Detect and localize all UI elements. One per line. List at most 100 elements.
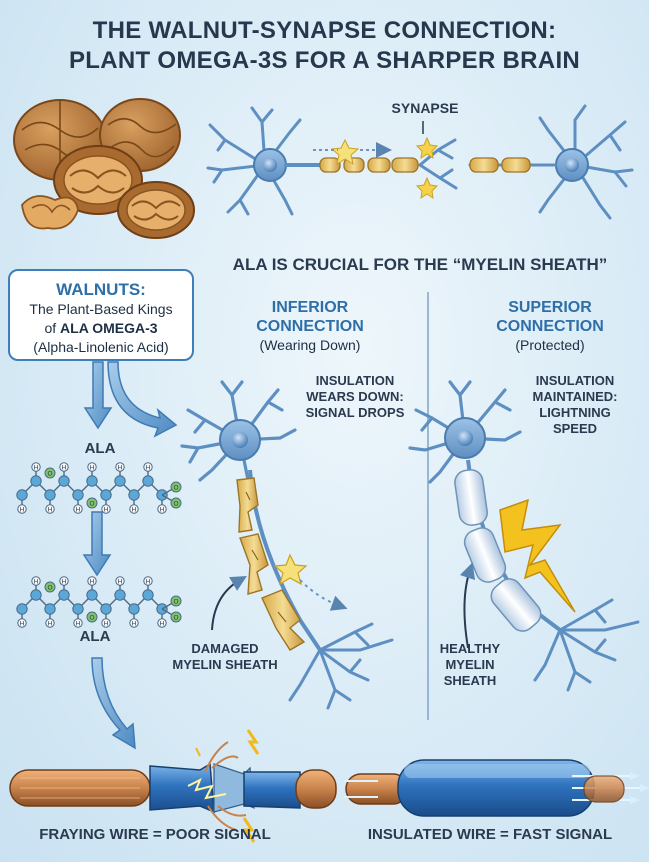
hydrogen-atom bbox=[31, 576, 41, 586]
carbon-atom bbox=[58, 589, 70, 601]
walnut-box-line-1: The Plant-Based Kings bbox=[29, 301, 173, 317]
hydrogen-atom-label: H bbox=[90, 465, 95, 472]
hydrogen-atom bbox=[115, 576, 125, 586]
oxygen-atom bbox=[170, 595, 182, 607]
myelin-segments-top bbox=[319, 157, 531, 173]
hydrogen-atom-label: H bbox=[62, 465, 67, 472]
walnut-icon bbox=[13, 98, 195, 239]
superior-note-2: MAINTAINED: bbox=[532, 389, 618, 404]
damaged-label-1: DAMAGED bbox=[191, 641, 259, 656]
carbon-atom bbox=[128, 603, 140, 615]
hydrogen-atom bbox=[143, 462, 153, 472]
hydrogen-atom bbox=[59, 576, 69, 586]
oxygen-atom bbox=[86, 611, 98, 623]
hydrogen-atom-label: H bbox=[118, 465, 123, 472]
oxygen-atom-label: O bbox=[89, 501, 94, 508]
synapse-label: SYNAPSE bbox=[391, 100, 459, 116]
hydrogen-atom bbox=[143, 576, 153, 586]
ala-label-1: ALA bbox=[84, 440, 116, 457]
inferior-title-1: INFERIOR bbox=[271, 299, 349, 316]
carbon-atom bbox=[114, 589, 126, 601]
carbon-atom bbox=[44, 603, 56, 615]
superior-nucleus bbox=[457, 430, 473, 446]
hydrogen-atom-label: H bbox=[20, 507, 25, 514]
hydrogen-atom bbox=[45, 504, 55, 514]
oxygen-atom-label: O bbox=[47, 585, 52, 592]
inferior-note-1: INSULATION bbox=[315, 373, 395, 388]
insulated-wire-caption: INSULATED WIRE = FAST SIGNAL bbox=[367, 826, 613, 843]
ala-label-2: ALA bbox=[79, 628, 111, 645]
spark-icon bbox=[273, 553, 308, 586]
hydrogen-atom bbox=[73, 504, 83, 514]
hydrogen-atom bbox=[129, 504, 139, 514]
healthy-label-1: HEALTHY bbox=[439, 641, 501, 656]
damaged-pointer bbox=[211, 575, 247, 631]
hydrogen-atom bbox=[129, 618, 139, 628]
carbon-atom bbox=[142, 475, 154, 487]
oxygen-atom-label: O bbox=[89, 615, 94, 622]
carbon-atom bbox=[16, 603, 28, 615]
carbon-atom bbox=[86, 475, 98, 487]
hydrogen-atom bbox=[157, 618, 167, 628]
oxygen-atom-label: O bbox=[47, 471, 52, 478]
carbon-atom bbox=[30, 475, 42, 487]
fraying-wire-caption: FRAYING WIRE = POOR SIGNAL bbox=[39, 826, 271, 843]
oxygen-atom-label: O bbox=[173, 501, 178, 508]
carbon-atom bbox=[44, 489, 56, 501]
superior-note-4: SPEED bbox=[552, 421, 598, 436]
myelin-heading: ALA IS CRUCIAL FOR THE “MYELIN SHEATH” bbox=[232, 255, 608, 274]
hydrogen-atom-label: H bbox=[104, 621, 109, 628]
inferior-nucleus bbox=[232, 432, 248, 448]
inferior-title-2: CONNECTION bbox=[256, 318, 364, 335]
superior-note-1: INSULATION bbox=[535, 373, 615, 388]
lightning-icon bbox=[499, 498, 576, 613]
page-title-line-2: PLANT OMEGA-3S FOR A SHARPER BRAIN bbox=[68, 47, 581, 74]
hydrogen-atom-label: H bbox=[62, 579, 67, 586]
hydrogen-atom-label: H bbox=[48, 621, 53, 628]
walnut-box-heading: WALNUTS: bbox=[56, 280, 146, 299]
hydrogen-atom-label: H bbox=[132, 507, 137, 514]
inferior-subtitle: (Wearing Down) bbox=[259, 337, 361, 353]
superior-title-1: SUPERIOR bbox=[508, 299, 592, 316]
inferior-note-2: WEARS DOWN: bbox=[306, 389, 404, 404]
hydrogen-atom bbox=[17, 618, 27, 628]
hydrogen-atom-label: H bbox=[34, 579, 39, 586]
healthy-pointer bbox=[459, 562, 476, 649]
hydrogen-atom-label: H bbox=[160, 507, 165, 514]
superior-note-3: LIGHTNING bbox=[539, 405, 611, 420]
healthy-label-2: MYELIN bbox=[445, 657, 495, 672]
hydrogen-atom bbox=[87, 462, 97, 472]
oxygen-atom bbox=[44, 581, 56, 593]
hydrogen-atom-label: H bbox=[20, 621, 25, 628]
oxygen-atom bbox=[170, 497, 182, 509]
carbon-atom bbox=[114, 475, 126, 487]
inferior-note-3: SIGNAL DROPS bbox=[305, 405, 405, 420]
hydrogen-atom bbox=[45, 618, 55, 628]
carbon-atom bbox=[100, 603, 112, 615]
walnut-box-line-3: (Alpha-Linolenic Acid) bbox=[33, 339, 169, 355]
superior-subtitle: (Protected) bbox=[515, 337, 585, 353]
oxygen-atom bbox=[170, 611, 182, 623]
superior-title-2: CONNECTION bbox=[496, 318, 604, 335]
hydrogen-atom-label: H bbox=[160, 621, 165, 628]
hydrogen-atom bbox=[87, 576, 97, 586]
spark-icon bbox=[313, 136, 439, 200]
carbon-atom bbox=[30, 589, 42, 601]
carbon-atom bbox=[72, 603, 84, 615]
wire-icon bbox=[9, 729, 337, 843]
oxygen-atom-label: O bbox=[173, 615, 178, 622]
carbon-atom bbox=[16, 489, 28, 501]
walnut-box-line-2-prefix: of bbox=[44, 320, 61, 336]
carbon-atom bbox=[72, 489, 84, 501]
hydrogen-atom bbox=[101, 504, 111, 514]
oxygen-atom-label: O bbox=[173, 485, 178, 492]
walnut-info-box: WALNUTS: The Plant-Based Kings of ALA OM… bbox=[8, 269, 194, 361]
oxygen-atom-label: O bbox=[173, 599, 178, 606]
oxygen-atom bbox=[44, 467, 56, 479]
damaged-label-2: MYELIN SHEATH bbox=[172, 657, 278, 672]
carbon-atom bbox=[58, 475, 70, 487]
hydrogen-atom bbox=[157, 504, 167, 514]
